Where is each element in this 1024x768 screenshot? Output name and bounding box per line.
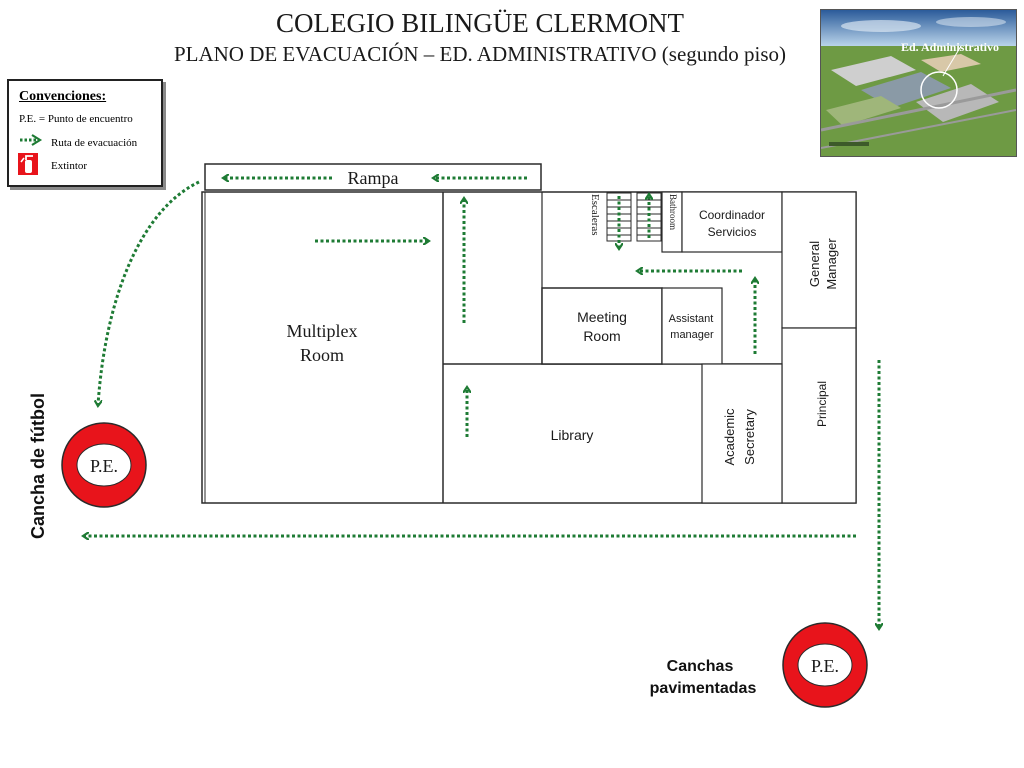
photo-label: Ed. Administrativo [900,40,999,54]
ramp-label: Rampa [348,168,399,188]
academic-secretary-label-line1: Academic [722,408,737,466]
paved-courts-label-line2: pavimentadas [650,680,757,697]
meeting-point-left-label: P.E. [90,456,118,476]
legend-box: Convenciones: P.E. = Punto de encuentro … [7,79,163,187]
route-arrow-to-football-field [98,180,200,405]
coordinator-label-line2: Servicios [708,225,757,239]
legend-route: Ruta de evacuación [51,137,138,149]
meeting-room [541,287,663,365]
general-manager-label-line1: General [807,241,822,287]
meeting-point-right-label: P.E. [811,656,839,676]
assistant-label-line1: Assistant [669,313,714,325]
general-manager-label-line2: Manager [824,238,839,290]
library-label: Library [551,427,594,443]
multiplex-label-line2: Room [300,345,344,365]
page-subtitle: PLANO DE EVACUACIÓN – ED. ADMINISTRATIVO… [173,42,787,66]
football-field-label: Cancha de fútbol [28,393,48,539]
aerial-photo: Ed. Administrativo [820,9,1017,157]
coordinator-office [681,191,783,253]
meeting-room-label-line1: Meeting [577,309,627,325]
route-arrow-icon [20,134,43,146]
ramp [204,163,542,191]
bathroom-label: Bathroom [668,194,678,230]
legend-extinguisher: Extintor [51,160,88,172]
principal-label: Principal [815,381,829,427]
paved-courts-label-line1: Canchas [667,658,734,675]
legend-title: Convenciones: [19,89,107,104]
meeting-point-right: P.E. [782,622,868,708]
fire-extinguisher-icon [18,153,38,175]
multiplex-label-line1: Multiplex [287,321,358,341]
academic-secretary-label-line2: Secretary [742,409,757,465]
campus-aerial-image [821,10,1016,156]
general-manager-office [781,191,857,329]
coordinator-label-line1: Coordinador [699,208,765,222]
stairs-left [606,192,632,242]
academic-secretary-office [701,363,783,504]
principal-office [781,327,857,504]
legend-meeting-point: P.E. = Punto de encuentro [19,113,133,125]
stairs-right [636,192,662,242]
page-title: COLEGIO BILINGÜE CLERMONT [276,8,684,38]
assistant-office [661,287,723,365]
assistant-label-line2: manager [670,329,714,341]
stairs-label: Escaleras [589,194,601,236]
meeting-point-left: P.E. [61,422,147,508]
meeting-room-label-line2: Room [583,328,620,344]
